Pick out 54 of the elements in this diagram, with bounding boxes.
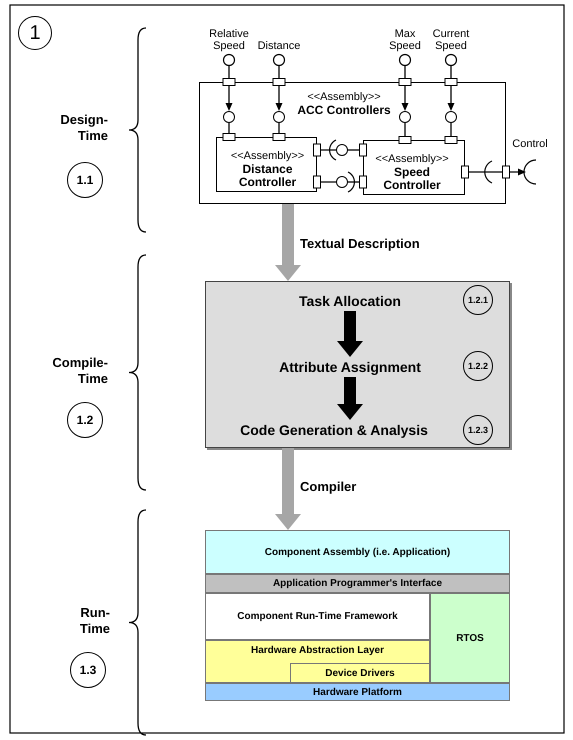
interface-circle bbox=[336, 176, 348, 188]
provided-interface: Current Speed bbox=[430, 28, 472, 66]
number-circle: 1.2.3 bbox=[463, 415, 493, 445]
layer-band: Device Drivers bbox=[290, 663, 430, 683]
process-panel bbox=[205, 281, 510, 448]
step-label: Task Allocation bbox=[245, 291, 455, 311]
interface-circle bbox=[223, 111, 235, 123]
number-circle: 1 bbox=[18, 16, 52, 50]
provided-interface: Max Speed bbox=[382, 28, 428, 66]
step-label: Code Generation & Analysis bbox=[207, 420, 461, 440]
interface-circle bbox=[273, 111, 285, 123]
stereotype-label: <<Assembly>> bbox=[374, 153, 450, 166]
phase-label: Design-Time bbox=[59, 112, 108, 144]
layer-band: Application Programmer's Interface bbox=[205, 574, 510, 593]
connector-line bbox=[313, 144, 336, 156]
interface-circle bbox=[399, 111, 411, 123]
layer-band: Component Run-Time Framework bbox=[205, 593, 430, 640]
step-label: Attribute Assignment bbox=[245, 357, 455, 377]
number-circle: 1.3 bbox=[70, 652, 106, 688]
connector-line bbox=[222, 123, 236, 141]
block-arrow bbox=[337, 377, 363, 420]
provided-interface: Distance bbox=[254, 40, 304, 66]
phase-label: Run-Time bbox=[78, 605, 110, 637]
required-interface: Control bbox=[510, 138, 550, 184]
provided-interface: Relative Speed bbox=[204, 28, 254, 66]
block-arrow bbox=[275, 448, 301, 530]
component-name: ACC Controllers bbox=[296, 104, 392, 117]
connector-line bbox=[398, 123, 412, 144]
arrow bbox=[276, 66, 282, 111]
number-circle: 1.2.2 bbox=[463, 351, 493, 381]
layer-band: Component Assembly (i.e. Application) bbox=[205, 530, 510, 574]
interface-circle bbox=[445, 111, 457, 123]
interface-circle bbox=[336, 144, 348, 156]
component-name: Speed Controller bbox=[382, 166, 442, 192]
connector-line bbox=[444, 123, 458, 144]
connector-line bbox=[348, 176, 367, 188]
block-arrow bbox=[337, 311, 363, 357]
layer-band: RTOS bbox=[430, 593, 510, 683]
component-name: Distance Controller bbox=[238, 163, 298, 189]
connector-line bbox=[272, 123, 286, 141]
arrow bbox=[402, 66, 408, 111]
block-arrow bbox=[275, 204, 301, 281]
connector-line bbox=[348, 144, 367, 156]
arrow bbox=[226, 66, 232, 111]
number-circle: 1.1 bbox=[67, 162, 103, 198]
number-circle: 1.2 bbox=[67, 402, 103, 438]
layer-band: Hardware Abstraction Layer Device Drivers bbox=[205, 640, 430, 683]
phase-label: Compile-Time bbox=[51, 355, 108, 387]
arrow bbox=[448, 66, 454, 111]
stereotype-label: <<Assembly>> bbox=[230, 150, 306, 163]
stereotype-label: <<Assembly>> bbox=[306, 91, 382, 104]
layer-band: Hardware Platform bbox=[205, 683, 510, 701]
connector-line bbox=[313, 176, 336, 188]
number-circle: 1.2.1 bbox=[463, 285, 493, 315]
